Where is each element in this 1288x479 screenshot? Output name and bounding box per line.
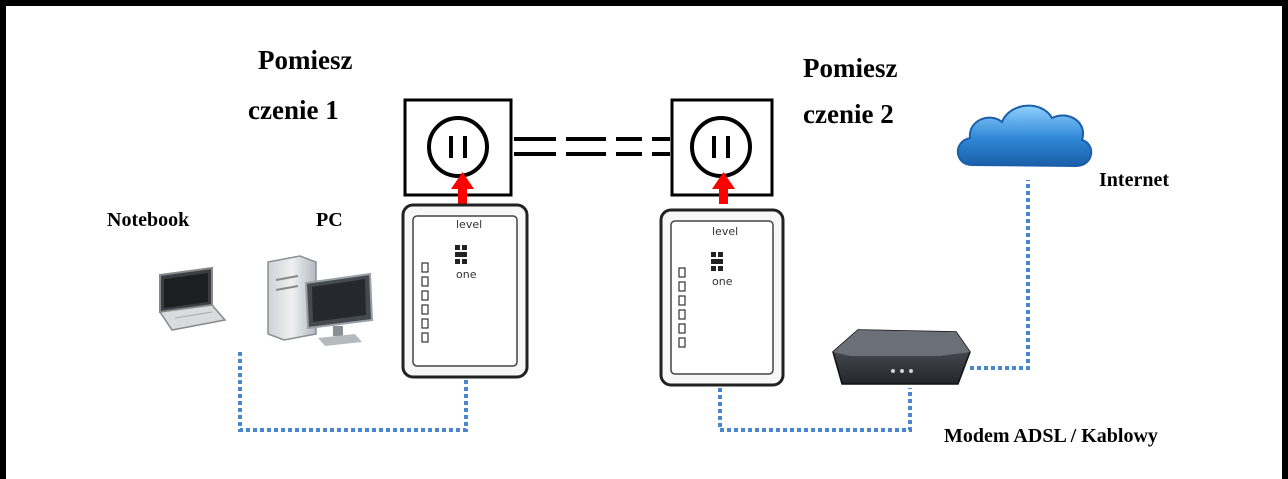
cloud-icon [956, 104, 1092, 168]
room-1-label-line-2: czenie 1 [248, 95, 339, 125]
ethernet-cable [238, 180, 1030, 432]
internet-label: Internet [1099, 169, 1169, 191]
pc-label: PC [316, 209, 343, 231]
adapter-brand-text: level [712, 225, 738, 238]
arrow-up-icon [451, 172, 474, 204]
powerline-connection [514, 137, 670, 156]
room-2-label-line-1: Pomiesz [803, 53, 898, 83]
room-2-label-line-2: czenie 2 [803, 99, 894, 129]
laptop-icon [158, 266, 227, 331]
adapter-brand-text: one [456, 268, 477, 281]
modem-icon [832, 329, 971, 385]
arrow-up-icon [712, 172, 735, 204]
room-1-label-line-1: Pomiesz [258, 45, 353, 75]
modem-label: Modem ADSL / Kablowy [944, 425, 1158, 447]
powerline-adapter-icon [659, 208, 785, 387]
adapter-brand-text: level [456, 218, 482, 231]
notebook-label: Notebook [107, 209, 190, 231]
adapter-brand-text: one [712, 275, 733, 288]
desktop-pc-icon [267, 255, 374, 346]
powerline-adapter-icon [401, 203, 529, 379]
